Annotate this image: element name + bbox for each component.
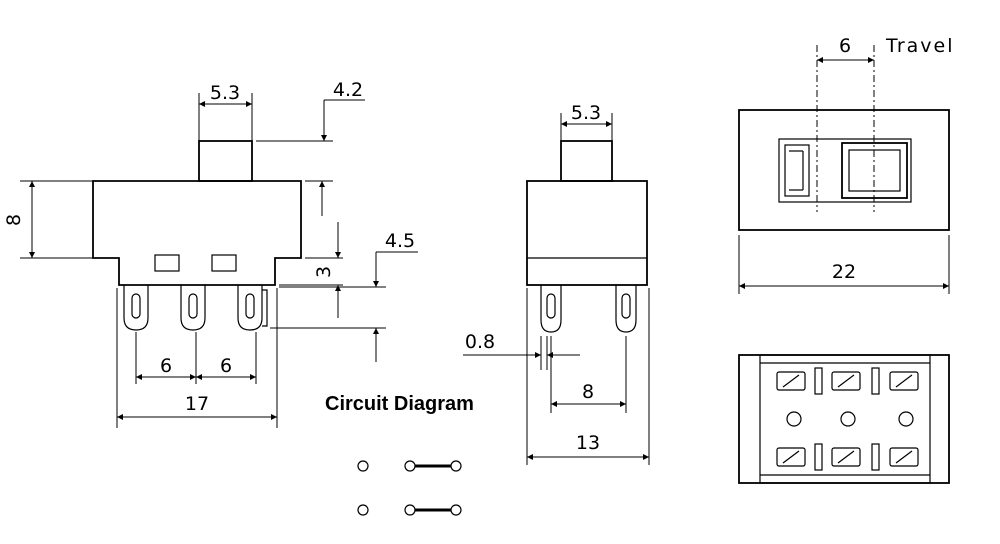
circuit-title: Circuit Diagram: [325, 393, 474, 415]
side-terminal-right: [615, 285, 637, 333]
dim-total-width: 17: [185, 393, 209, 415]
terminal-middle: [180, 285, 206, 331]
dim-step-height: 3: [313, 266, 335, 278]
side-view: 5.3 0.8 8 13: [463, 102, 650, 465]
dim-travel: 6: [839, 35, 851, 57]
dim-total-length: 22: [832, 261, 856, 283]
terminal-left: [123, 285, 149, 331]
top-view: 6 Travel 22: [738, 35, 954, 294]
dim-body-height: 8: [3, 214, 25, 226]
dim-actuator-width: 5.3: [210, 82, 240, 104]
top-housing: [738, 109, 950, 231]
window-right: [211, 254, 237, 272]
terminal-right: [237, 285, 268, 331]
travel-label: Travel: [885, 35, 954, 57]
dim-terminal-thickness: 0.8: [465, 331, 495, 353]
bottom-view: [738, 354, 950, 484]
circuit-diagram: Circuit Diagram: [325, 393, 474, 516]
dim-side-total-width: 13: [576, 432, 600, 454]
pin-row-bottom: [776, 443, 919, 471]
dim-side-actuator-width: 5.3: [571, 102, 601, 124]
front-view: 5.3 4.2 8 3 4.5 6 6: [3, 79, 418, 428]
side-housing: [526, 180, 648, 286]
dim-terminal-spacing: 8: [582, 381, 594, 403]
housing: [92, 180, 302, 286]
slider-slot: [778, 138, 912, 203]
window-left: [154, 254, 180, 272]
dim-pitch-left: 6: [160, 355, 172, 377]
dim-actuator-height: 4.2: [333, 79, 363, 101]
pin-row-top: [776, 367, 919, 395]
dim-terminal-length: 4.5: [385, 230, 415, 252]
side-actuator: [560, 140, 613, 182]
side-terminal-left: [540, 285, 562, 333]
actuator: [198, 140, 253, 182]
dim-pitch-right: 6: [220, 355, 232, 377]
